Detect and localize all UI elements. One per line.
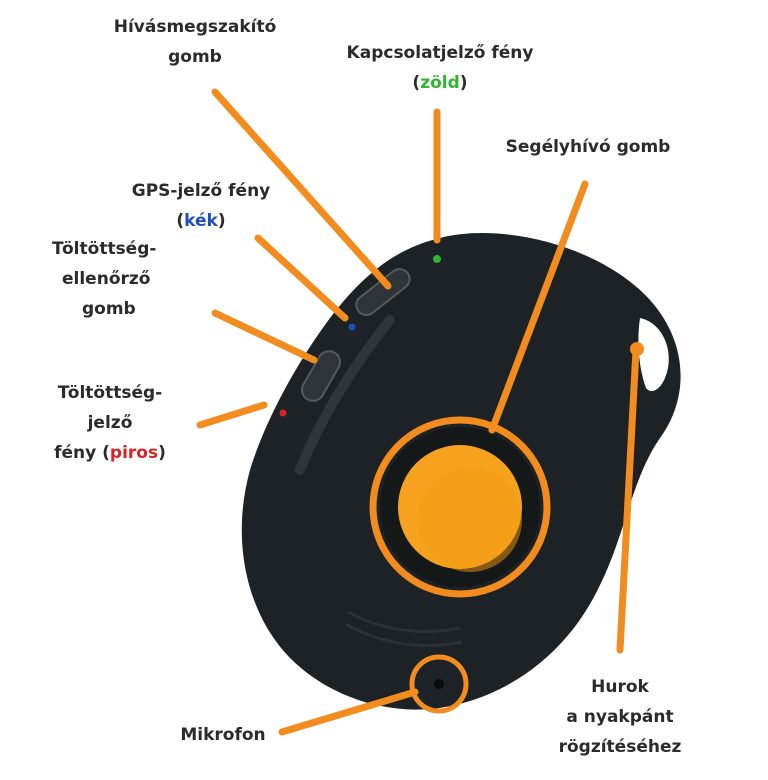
- label-gps-close: ): [217, 211, 226, 231]
- callout-lanyard-dot: [630, 342, 644, 356]
- label-gps-open: (: [176, 211, 185, 231]
- green-led: [433, 255, 441, 263]
- label-gps-line1: GPS-jelző fény: [131, 181, 271, 201]
- label-lanyard-loop: Hurok a nyakpánt rögzítéséhez: [535, 672, 705, 762]
- label-sos-line1: Segélyhívó gomb: [505, 137, 671, 157]
- label-lanyard-line2: a nyakpánt: [566, 707, 674, 727]
- label-connection-line1: Kapcsolatjelző fény: [346, 43, 534, 63]
- label-lanyard-line1: Hurok: [591, 677, 649, 697]
- label-battery-light: Töltöttség- jelző fény (piros): [35, 378, 185, 468]
- groove-2: [345, 622, 463, 647]
- callout-battery-check: [211, 309, 318, 364]
- label-connection-open: (: [412, 73, 421, 93]
- label-battery-light-line3: fény (piros): [35, 438, 185, 468]
- label-connection-light: Kapcsolatjelző fény (zöld): [320, 38, 560, 98]
- label-microphone-line1: Mikrofon: [180, 725, 266, 745]
- label-battery-check-button: Töltöttség- ellenőrző gomb: [52, 234, 212, 324]
- device-highlight: [295, 315, 395, 475]
- label-battery-light-close: ): [158, 443, 166, 463]
- label-hangup-line1: Hívásmegszakító: [113, 17, 277, 37]
- label-battery-check-line3: gomb: [82, 299, 136, 319]
- label-connection-close: ): [459, 73, 468, 93]
- label-battery-light-color: piros: [109, 443, 159, 463]
- callout-lanyard: [616, 346, 640, 654]
- label-gps-line2: (kék): [106, 206, 296, 236]
- callout-sos: [488, 180, 589, 434]
- label-battery-light-line2: jelző: [87, 413, 133, 433]
- callout-sos-ring: [369, 416, 551, 598]
- label-lanyard-line3: rögzítéséhez: [558, 737, 682, 757]
- label-battery-check-line1: Töltöttség-: [52, 239, 157, 259]
- label-hangup-line2: gomb: [168, 47, 222, 67]
- label-hangup-button: Hívásmegszakító gomb: [100, 12, 290, 72]
- label-battery-check-line2: ellenőrző: [62, 269, 151, 289]
- battery-check-side-button: [301, 350, 341, 402]
- label-battery-light-prefix: fény (: [54, 443, 110, 463]
- callout-microphone: [278, 688, 419, 736]
- label-connection-line2: (zöld): [320, 68, 560, 98]
- callout-gps: [254, 234, 349, 322]
- sos-button-shade: [418, 468, 522, 572]
- label-battery-light-line1: Töltöttség-: [57, 383, 163, 403]
- label-gps-color: kék: [184, 211, 218, 231]
- callout-hangup: [211, 88, 392, 290]
- hangup-side-button: [355, 268, 411, 316]
- label-gps-light: GPS-jelző fény (kék): [106, 176, 296, 236]
- callout-battery-light: [196, 401, 268, 429]
- blue-led: [348, 323, 356, 331]
- label-microphone: Mikrofon: [168, 720, 278, 750]
- callout-microphone-ring: [409, 654, 469, 714]
- label-connection-color: zöld: [420, 73, 460, 93]
- lanyard-hole: [638, 318, 669, 392]
- red-led: [279, 409, 287, 417]
- groove-1: [347, 610, 461, 633]
- label-sos-button: Segélyhívó gomb: [488, 132, 688, 162]
- microphone-hole: [434, 679, 444, 689]
